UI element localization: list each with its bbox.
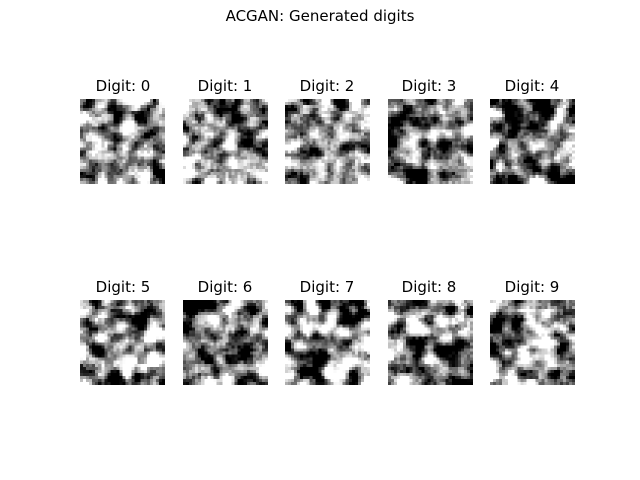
- generated-digit-image: [80, 99, 165, 184]
- panel-title: Digit: 9: [504, 278, 560, 296]
- figure-title: ACGAN: Generated digits: [225, 7, 415, 25]
- panel-title: Digit: 8: [401, 278, 457, 296]
- generated-digit-image: [183, 99, 268, 184]
- generated-digit-image: [285, 300, 370, 385]
- panel-title: Digit: 0: [95, 77, 151, 95]
- generated-digit-image: [388, 99, 473, 184]
- generated-digit-image: [388, 300, 473, 385]
- panel-title: Digit: 3: [401, 77, 457, 95]
- generated-digit-image: [285, 99, 370, 184]
- generated-digit-image: [490, 99, 575, 184]
- panel-title: Digit: 1: [197, 77, 253, 95]
- generated-digit-image: [183, 300, 268, 385]
- generated-digit-image: [490, 300, 575, 385]
- panel-title: Digit: 6: [197, 278, 253, 296]
- panel-title: Digit: 4: [504, 77, 560, 95]
- panel-title: Digit: 2: [299, 77, 355, 95]
- panel-title: Digit: 7: [299, 278, 355, 296]
- panel-title: Digit: 5: [95, 278, 151, 296]
- generated-digit-image: [80, 300, 165, 385]
